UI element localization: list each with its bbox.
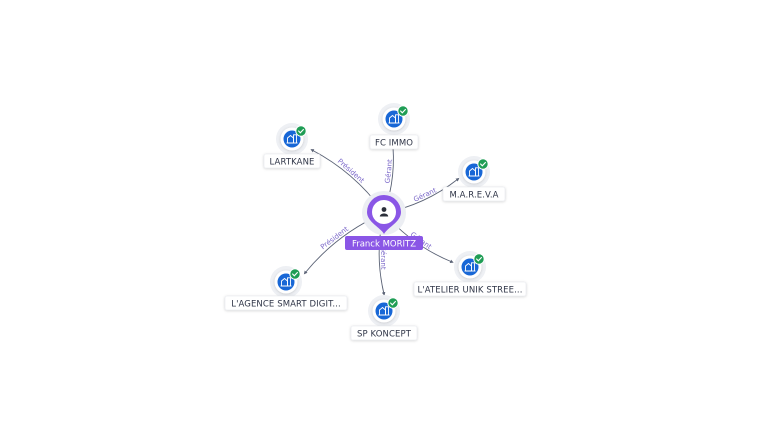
verified-check-icon: [295, 125, 307, 137]
verified-check-icon: [289, 268, 301, 280]
building-glyph: [464, 262, 476, 272]
building-glyph: [468, 167, 480, 177]
edge-role-label: Président: [336, 157, 366, 185]
building-glyph: [280, 277, 292, 287]
edge-role-label: Gérant: [412, 186, 437, 203]
company-name: LARTKANE: [270, 158, 315, 168]
company-node-agence-smart[interactable]: L'AGENCE SMART DIGIT...: [224, 266, 348, 311]
building-glyph: [286, 134, 298, 144]
company-label-box: [263, 153, 321, 169]
pin-inner: [372, 200, 396, 224]
company-name: M.A.R.E.V.A: [449, 191, 498, 201]
verified-check-icon: [397, 105, 409, 117]
edge-role-label: Gérant: [384, 159, 395, 184]
company-name: L'AGENCE SMART DIGIT...: [231, 300, 341, 310]
company-label-box: [350, 325, 418, 341]
building-glyph: [378, 306, 390, 316]
company-node-mareva[interactable]: M.A.R.E.V.A: [442, 156, 506, 202]
person-node[interactable]: Franck MORITZ: [345, 191, 423, 250]
person-icon: [379, 207, 389, 217]
company-node-fc-immo[interactable]: FC IMMO: [369, 103, 419, 150]
verified-check-icon: [473, 253, 485, 265]
person-name: Franck MORITZ: [352, 240, 416, 250]
company-label-box: [369, 134, 419, 150]
person-label-box: [345, 236, 423, 250]
company-label-box: [413, 281, 527, 297]
edge-role-label: Gérant: [379, 246, 387, 270]
verified-check-icon: [477, 158, 489, 170]
building-glyph: [388, 114, 400, 124]
verified-check-icon: [387, 297, 399, 309]
company-label-box: [442, 186, 506, 202]
company-node-lartkane[interactable]: LARTKANE: [263, 123, 321, 169]
company-node-sp-koncept[interactable]: SP KONCEPT: [350, 295, 418, 341]
company-name: SP KONCEPT: [357, 330, 412, 340]
company-label-box: [224, 295, 348, 311]
company-node-atelier-unik[interactable]: L'ATELIER UNIK STREE...: [413, 251, 527, 297]
company-name: FC IMMO: [375, 139, 413, 149]
company-name: L'ATELIER UNIK STREE...: [417, 286, 522, 296]
